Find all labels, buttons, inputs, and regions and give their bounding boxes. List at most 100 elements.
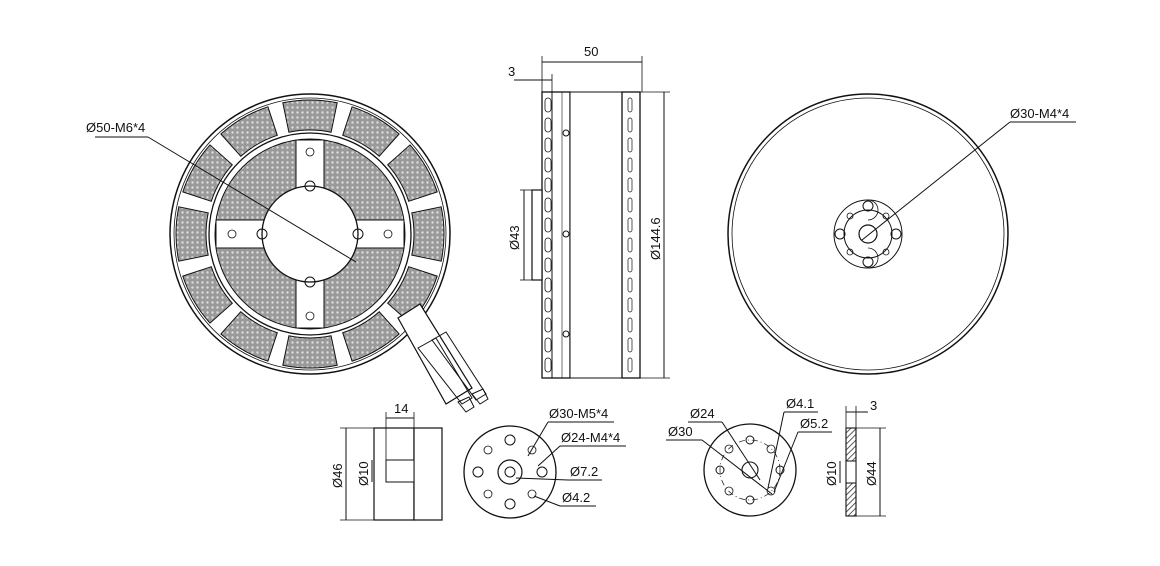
mount-shaft xyxy=(385,459,415,483)
side-magnet-slot xyxy=(544,177,552,193)
mount-width-label: 14 xyxy=(394,401,408,416)
rear-holes-label: Ø30-M4*4 xyxy=(1010,106,1069,121)
rear-hole-left xyxy=(834,228,846,240)
stator-core-ring xyxy=(208,132,412,336)
stator-hole-outer-bottom xyxy=(305,311,315,321)
side-width-label: 50 xyxy=(584,44,598,59)
side-magnet-slot xyxy=(544,277,552,293)
mount-shaft-label: Ø10 xyxy=(356,461,371,486)
rear-hub-center xyxy=(858,224,878,244)
lead-wire-sleeve xyxy=(397,303,473,405)
side-magnet-slot xyxy=(544,197,552,213)
adapter-hole-left xyxy=(715,465,725,475)
motor-side-view: 50 3 Ø43 Ø144.6 xyxy=(507,44,670,379)
rear-small-hole-1 xyxy=(846,212,854,220)
rear-small-hole-4 xyxy=(882,248,890,256)
winding-slot xyxy=(342,106,400,158)
mount-front-hole-7 xyxy=(483,489,493,499)
rear-hub-lobes-v xyxy=(867,199,879,269)
rear-hole-bottom xyxy=(862,256,874,268)
side-rotor-slot xyxy=(627,357,633,373)
adapter-hole-b-label: Ø5.2 xyxy=(800,416,828,431)
side-magnet-slot xyxy=(544,317,552,333)
rear-small-hole-3 xyxy=(846,248,854,256)
plate-inner-label: Ø10 xyxy=(824,461,839,486)
lead-wire-tips xyxy=(457,388,489,413)
side-rotor-slot xyxy=(627,197,633,213)
side-outer-label: Ø144.6 xyxy=(648,217,663,260)
side-magnet-slot xyxy=(544,357,552,373)
adapter-inner-label: Ø24 xyxy=(690,406,715,421)
side-magnet-slots xyxy=(544,97,633,373)
side-magnet-slot xyxy=(544,157,552,173)
plate-thickness-label: 3 xyxy=(870,398,877,413)
stator-holes-leader xyxy=(147,136,357,263)
side-rotor-right xyxy=(621,91,641,379)
adapter-hole-tr xyxy=(766,444,776,454)
stator-front-view: Ø50-M6*4 xyxy=(86,93,489,413)
mount-front-hole-6 xyxy=(527,445,537,455)
rear-hole-top xyxy=(862,200,874,212)
stator-hole-outer-left xyxy=(227,229,237,239)
adapter-hole-b-leader xyxy=(773,431,799,493)
mount-small-leader xyxy=(533,495,561,507)
stator-outer-ring-inner xyxy=(173,97,447,371)
side-rotor-slot xyxy=(627,117,633,133)
side-magnet-slot xyxy=(544,97,552,113)
mount-front-hole-1 xyxy=(504,434,516,446)
side-rotor-slot xyxy=(627,177,633,193)
rear-small-hole-2 xyxy=(882,212,890,220)
side-screw-top xyxy=(562,129,570,137)
adapter-outer-label: Ø30 xyxy=(668,424,693,439)
side-magnet-slot xyxy=(544,217,552,233)
rear-hole-right xyxy=(890,228,902,240)
mount-front-outer xyxy=(463,425,557,519)
mount-flange xyxy=(413,427,443,521)
side-magnet-slot xyxy=(544,257,552,273)
winding-slot xyxy=(282,99,338,133)
mount-outer-label: Ø46 xyxy=(330,463,345,488)
side-body xyxy=(569,91,623,379)
side-hub-label: Ø43 xyxy=(507,225,522,250)
mount-front-hole-3 xyxy=(472,466,484,478)
side-rotor-slot xyxy=(627,237,633,253)
adapter-hole-a-leader xyxy=(767,411,785,489)
side-rotor-slot xyxy=(627,137,633,153)
mount-small-label: Ø4.2 xyxy=(562,490,590,505)
adapter-hole-top xyxy=(745,435,755,445)
adapter-side-view: 3 Ø10 Ø44 xyxy=(824,398,886,517)
mount-holes-a-label: Ø30-M5*4 xyxy=(549,406,608,421)
mount-front-hole-5 xyxy=(483,445,493,455)
side-rotor-left xyxy=(541,91,571,379)
side-rotor-slot xyxy=(627,297,633,313)
side-magnet-slot xyxy=(544,297,552,313)
rear-hub-inner xyxy=(843,209,893,259)
adapter-hole-a-label: Ø4.1 xyxy=(786,396,814,411)
lead-wire-1 xyxy=(417,337,473,405)
mount-center-label: Ø7.2 xyxy=(570,464,598,479)
winding-slot xyxy=(386,144,438,202)
stator-hole-left xyxy=(256,228,268,240)
adapter-hole-tl xyxy=(724,444,734,454)
side-rim-label: 3 xyxy=(508,64,515,79)
winding-slot xyxy=(342,310,400,362)
winding-slot xyxy=(411,206,445,262)
stator-hole-top xyxy=(304,180,316,192)
stator-hole-outer-top xyxy=(305,147,315,157)
rear-holes-leader xyxy=(861,121,1011,241)
stator-holes-label: Ø50-M6*4 xyxy=(86,120,145,135)
stator-hole-bottom xyxy=(304,276,316,288)
side-hub xyxy=(531,189,543,281)
adapter-hole-bottom xyxy=(745,495,755,505)
stator-hole-right xyxy=(352,228,364,240)
adapter-outer-leader xyxy=(701,439,773,495)
winding-slot xyxy=(175,206,209,262)
side-rotor-slot xyxy=(627,257,633,273)
mount-front-center-inner xyxy=(504,466,516,478)
stator-outer-ring xyxy=(169,93,451,375)
plate-outer-label: Ø44 xyxy=(864,461,879,486)
motor-rear-view: Ø30-M4*4 xyxy=(727,93,1076,375)
winding-slot xyxy=(182,266,234,324)
side-screw-middle xyxy=(562,230,570,238)
